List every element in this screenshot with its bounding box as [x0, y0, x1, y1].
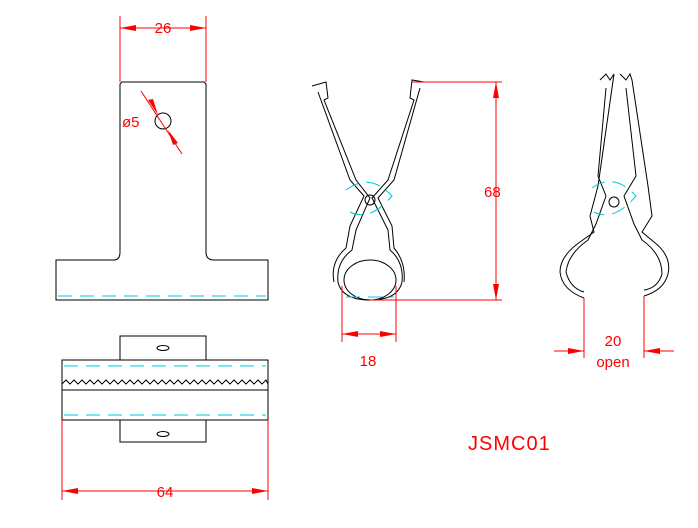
bottom-view: 64	[61, 335, 269, 501]
front-view-outline	[55, 81, 269, 301]
dim-64-arrow-right	[252, 488, 268, 494]
dim-26-label: 26	[155, 20, 172, 37]
dim-20-label: 20	[605, 333, 622, 350]
open-spring-hidden	[591, 181, 637, 216]
slot-top	[156, 345, 170, 351]
bottom-tab-top	[119, 335, 207, 361]
open-pivot	[608, 196, 620, 208]
dim-64-label: 64	[157, 484, 174, 501]
open-jaw-left	[559, 73, 615, 299]
part-number: JSMC01	[468, 433, 551, 455]
dim-18-arrow-right	[380, 331, 396, 337]
bottom-tab-bottom	[119, 419, 207, 443]
side-view-closed: 68 18	[311, 79, 502, 370]
closed-ring	[343, 259, 397, 301]
closed-pivot	[364, 194, 376, 206]
hole-arrow-top	[148, 99, 158, 115]
dim-20-arrow-left	[568, 348, 584, 354]
dim-18-arrow-left	[342, 331, 358, 337]
hole-dia-label: ø5	[122, 114, 140, 131]
closed-jaw-right	[369, 79, 425, 301]
closed-jaw-right-inner	[377, 87, 421, 283]
open-jaw-right-inner	[623, 87, 663, 291]
dim-68-arrow-top	[493, 82, 499, 98]
open-jaw-left-inner	[565, 87, 607, 293]
closed-jaw-left-inner	[317, 91, 365, 283]
hole-leader	[140, 90, 183, 155]
dim-68-arrow-bottom	[493, 284, 499, 300]
hole-arrow-bottom	[168, 130, 178, 145]
mounting-hole	[154, 112, 172, 130]
dim-26-arrow-left	[120, 25, 136, 31]
dim-open-label: open	[596, 354, 629, 371]
dim-64-arrow-left	[62, 488, 78, 494]
closed-spring-hidden	[345, 181, 393, 216]
slot-bottom	[156, 431, 170, 437]
dim-68-label: 68	[484, 184, 501, 201]
open-jaw-right	[619, 72, 670, 297]
dim-20-arrow-right	[644, 348, 660, 354]
closed-jaw-left	[311, 81, 371, 301]
serrated-teeth	[61, 379, 269, 385]
side-view-open: 20 open	[554, 72, 674, 371]
dim-26-arrow-right	[190, 25, 206, 31]
dim-18-label: 18	[360, 353, 377, 370]
front-view: 26 ø5	[55, 16, 269, 301]
